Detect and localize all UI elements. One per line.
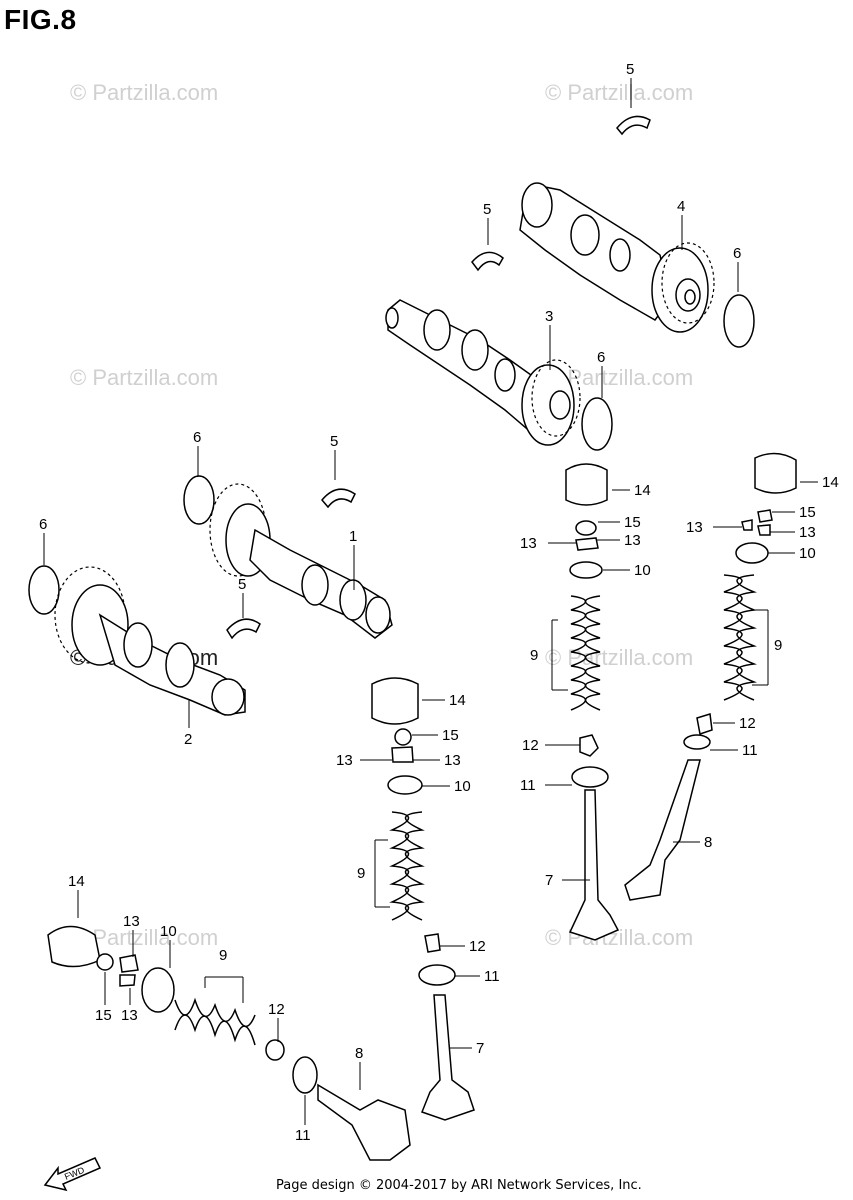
valve-assembly-middle (565, 463, 620, 941)
callout-11: 11 (742, 742, 758, 759)
callout-7: 7 (476, 1040, 484, 1057)
footer-copyright: Page design © 2004-2017 by ARI Network S… (276, 1178, 642, 1193)
callout-8: 8 (355, 1045, 363, 1062)
valve-assembly-right (624, 452, 797, 901)
callout-11: 11 (484, 968, 500, 985)
callout-1: 1 (349, 528, 357, 545)
callout-5: 5 (483, 201, 491, 218)
callout-12: 12 (469, 938, 486, 955)
callout-5: 5 (626, 61, 634, 78)
circlips-6 (28, 294, 755, 615)
callout-14: 14 (68, 873, 85, 890)
callout-6: 6 (733, 245, 741, 262)
callout-7: 7 (545, 872, 553, 889)
callout-13: 13 (624, 532, 641, 549)
callout-13: 13 (444, 752, 461, 769)
callout-10: 10 (160, 923, 177, 940)
watermark: © Partzilla.com (545, 645, 693, 670)
callout-13: 13 (123, 913, 140, 930)
watermark: © Partzilla.com (70, 80, 218, 105)
valve-assembly-left-center (371, 677, 475, 1121)
valve-assembly-bottom-left (47, 925, 411, 1161)
watermark: © Partzilla.com (545, 80, 693, 105)
camshaft-4 (519, 182, 715, 333)
callout-9: 9 (774, 637, 782, 654)
callout-labels: 5 5 4 6 3 6 5 6 1 6 5 2 14 15 13 13 10 9… (39, 61, 839, 1144)
callout-13: 13 (121, 1007, 138, 1024)
callout-15: 15 (799, 504, 816, 521)
callout-12: 12 (522, 737, 539, 754)
callout-11: 11 (520, 777, 536, 794)
callout-9: 9 (357, 865, 365, 882)
callout-4: 4 (677, 198, 685, 215)
callout-11: 11 (295, 1127, 311, 1144)
callout-10: 10 (799, 545, 816, 562)
camshaft-1 (209, 483, 393, 639)
camshaft-2 (54, 566, 246, 716)
callout-14: 14 (634, 482, 651, 499)
figure-title: FIG.8 (4, 4, 77, 35)
callout-10: 10 (634, 562, 651, 579)
callout-13: 13 (520, 535, 537, 552)
callout-9: 9 (219, 947, 227, 964)
fwd-arrow-icon: FWD (43, 1157, 102, 1192)
callout-5: 5 (238, 576, 246, 593)
callout-10: 10 (454, 778, 471, 795)
callout-3: 3 (545, 308, 553, 325)
callout-13: 13 (686, 519, 703, 536)
callout-13: 13 (336, 752, 353, 769)
callout-14: 14 (449, 692, 466, 709)
callout-15: 15 (624, 514, 641, 531)
callout-12: 12 (268, 1001, 285, 1018)
callout-8: 8 (704, 834, 712, 851)
watermark: © Partzilla.com (545, 925, 693, 950)
callout-15: 15 (95, 1007, 112, 1024)
callout-6: 6 (39, 516, 47, 533)
callout-14: 14 (822, 474, 839, 491)
callout-12: 12 (739, 715, 756, 732)
callout-15: 15 (442, 727, 459, 744)
half-rings-5 (226, 115, 651, 640)
callout-6: 6 (193, 429, 201, 446)
callout-9: 9 (530, 647, 538, 664)
watermark: © Partzilla.com (70, 365, 218, 390)
callout-6: 6 (597, 349, 605, 366)
watermarks: © Partzilla.com © Partzilla.com © Partzi… (70, 80, 693, 950)
callout-5: 5 (330, 433, 338, 450)
camshaft-3 (385, 299, 581, 446)
leader-lines (43, 78, 818, 1125)
callout-2: 2 (184, 731, 192, 748)
callout-13: 13 (799, 524, 816, 541)
